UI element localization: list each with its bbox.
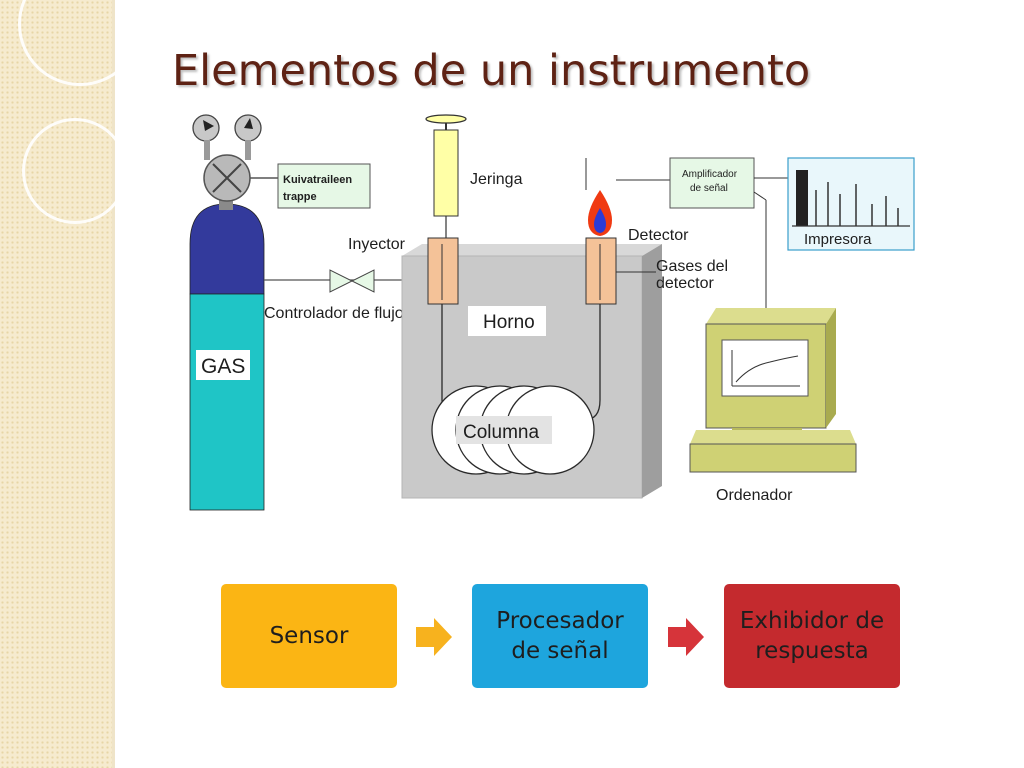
printer-label: Impresora bbox=[804, 231, 872, 248]
signal-amplifier: Amplificador de señal bbox=[616, 157, 788, 308]
flow-controller-valve-icon bbox=[329, 269, 354, 293]
flow-step-label: Exhibidor de respuesta bbox=[739, 608, 885, 664]
flow-step-response-display: Exhibidor de respuesta bbox=[724, 584, 900, 688]
oven-label-box bbox=[468, 306, 546, 336]
syringe-barrel bbox=[433, 129, 459, 217]
flow-step-label: Sensor bbox=[269, 623, 349, 649]
trap-label-line1: Kuivatraileen bbox=[283, 174, 352, 186]
gas-label-box bbox=[196, 350, 250, 380]
detector-gases-label-line1: Gases del bbox=[656, 258, 728, 275]
flow-arrow-icon bbox=[416, 618, 452, 656]
amplifier-label-line1: Amplificador bbox=[682, 169, 738, 180]
decorative-strip bbox=[0, 0, 112, 768]
trap-label-line2: trappe bbox=[283, 191, 317, 203]
amplifier-label-line2: de señal bbox=[690, 183, 728, 194]
gas-cylinder: GAS bbox=[189, 203, 265, 511]
injector-label: Inyector bbox=[348, 236, 406, 253]
flow-step-sensor: Sensor bbox=[221, 584, 397, 688]
flow-step-label: Procesador de señal bbox=[496, 608, 624, 664]
oven-side bbox=[642, 244, 662, 498]
detector-label: Detector bbox=[628, 227, 689, 244]
syringe: Jeringa bbox=[425, 114, 523, 238]
gas-cylinder-top bbox=[189, 203, 265, 295]
trap-box: Kuivatraileen trappe bbox=[277, 163, 371, 209]
syringe-label: Jeringa bbox=[470, 171, 523, 188]
gas-label: GAS bbox=[201, 355, 245, 378]
gas-line: Controlador de flujo bbox=[264, 269, 422, 322]
computer-base bbox=[690, 430, 856, 444]
column-label: Columna bbox=[463, 422, 539, 443]
printer-panel bbox=[787, 157, 915, 251]
column-label-box bbox=[456, 416, 552, 444]
gas-cylinder-body bbox=[189, 293, 265, 511]
detector: Detector Gases del detector bbox=[585, 158, 728, 305]
decorative-strip-edge bbox=[112, 0, 115, 768]
decorative-ring-middle bbox=[22, 118, 128, 224]
detector-gases-label-line2: detector bbox=[656, 275, 714, 292]
flow-controller-label: Controlador de flujo bbox=[264, 305, 404, 322]
computer: Ordenador bbox=[689, 308, 857, 504]
computer-screen bbox=[721, 339, 809, 397]
flow-arrow-icon bbox=[668, 618, 704, 656]
pressure-regulator bbox=[192, 114, 278, 210]
printer: Impresora bbox=[787, 157, 915, 251]
injector: Inyector bbox=[348, 236, 459, 305]
computer-label: Ordenador bbox=[716, 487, 793, 504]
oven-label: Horno bbox=[483, 312, 535, 333]
gas-chromatograph-diagram: GAS Kuivatraileen trappe Controlador de … bbox=[189, 114, 915, 511]
flow-step-signal-processor: Procesador de señal bbox=[472, 584, 648, 688]
slide-title: Elementos de un instrumento bbox=[172, 46, 811, 96]
